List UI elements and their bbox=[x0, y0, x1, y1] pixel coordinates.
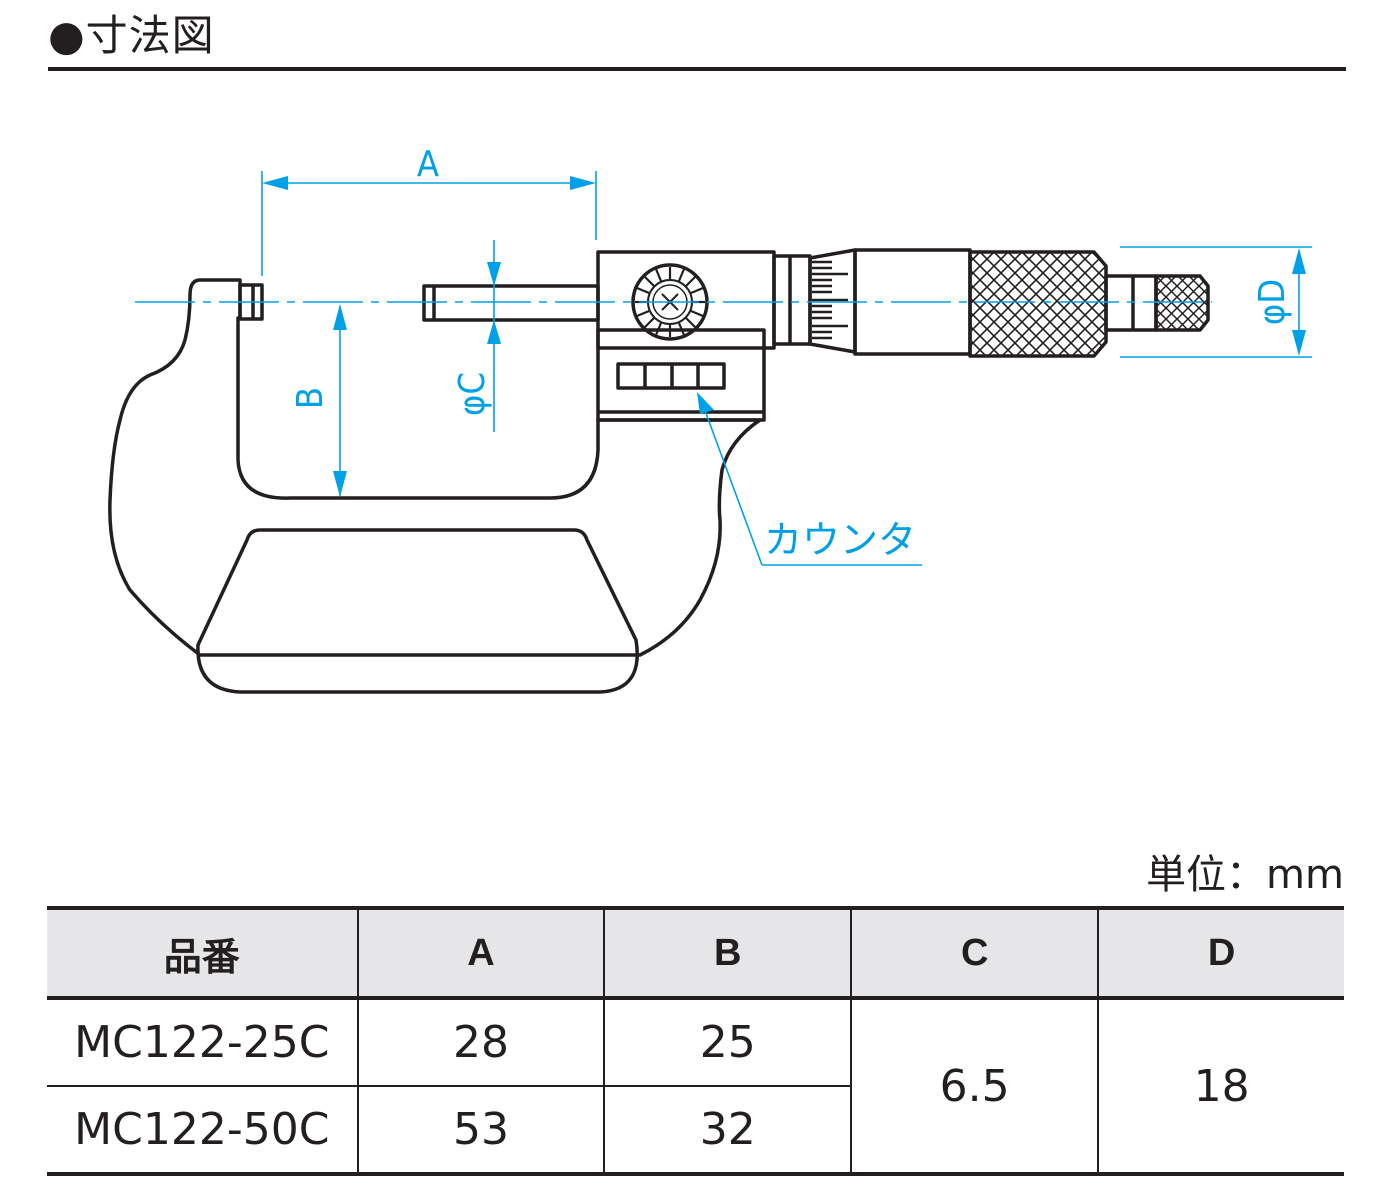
dimension-table: 品番 A B C D MC122-25C 28 25 6.5 18 MC122-… bbox=[47, 906, 1344, 1176]
label-a: A bbox=[417, 144, 439, 185]
title-divider bbox=[48, 67, 1346, 71]
header-c: C bbox=[850, 906, 1099, 1000]
cell-a: 28 bbox=[356, 998, 605, 1087]
label-b: B bbox=[290, 387, 331, 409]
spindle bbox=[422, 284, 600, 322]
cell-part-no: MC122-25C bbox=[47, 998, 358, 1087]
frame-outer bbox=[108, 278, 762, 657]
arrow-a-left bbox=[262, 176, 288, 190]
dimension-labels: A B φC φD カウンタ bbox=[290, 144, 1293, 562]
ratchet-cap bbox=[1154, 274, 1210, 332]
arrow-a-right bbox=[570, 176, 596, 190]
frame-grip-plate bbox=[196, 528, 639, 694]
unit-label: 単位：mm bbox=[1146, 852, 1344, 898]
label-phi-d: φD bbox=[1252, 279, 1293, 325]
title-text: 寸法図 bbox=[85, 11, 215, 60]
dimension-lines bbox=[135, 171, 1312, 566]
cell-a: 53 bbox=[356, 1086, 605, 1176]
cell-d: 18 bbox=[1097, 998, 1344, 1176]
label-counter: カウンタ bbox=[764, 518, 916, 562]
cell-b: 32 bbox=[603, 1086, 852, 1176]
arrow-d-up bbox=[1292, 248, 1306, 274]
table-row: MC122-25C 28 25 6.5 18 bbox=[47, 998, 1344, 1176]
header-d: D bbox=[1097, 906, 1344, 1000]
header-part-no: 品番 bbox=[47, 906, 358, 1000]
label-phi-c: φC bbox=[452, 372, 493, 416]
table-row: MC122-50C 53 32 bbox=[47, 1086, 1344, 1176]
arrow-d-down bbox=[1292, 330, 1306, 356]
ratchet-knurl bbox=[968, 250, 1108, 358]
arrow-c-up bbox=[487, 320, 501, 344]
micrometer-outline bbox=[108, 248, 1210, 694]
bullet-icon: ● bbox=[48, 11, 86, 60]
thimble-graduations bbox=[812, 260, 848, 340]
arrow-b-up bbox=[333, 304, 347, 330]
cell-c: 6.5 bbox=[850, 998, 1099, 1176]
section-title: ●寸法図 bbox=[48, 6, 215, 66]
arrow-b-down bbox=[333, 471, 347, 497]
header-a: A bbox=[356, 906, 605, 1000]
arrow-counter bbox=[697, 392, 714, 414]
sleeve bbox=[772, 254, 812, 346]
table-header-row: 品番 A B C D bbox=[47, 906, 1344, 1000]
arrow-c-down bbox=[487, 262, 501, 286]
cell-part-no: MC122-50C bbox=[47, 1086, 358, 1176]
micrometer-dimension-drawing: A B φC φD カウンタ bbox=[108, 144, 1312, 694]
header-b: B bbox=[603, 906, 852, 1000]
cell-b: 25 bbox=[603, 998, 852, 1087]
